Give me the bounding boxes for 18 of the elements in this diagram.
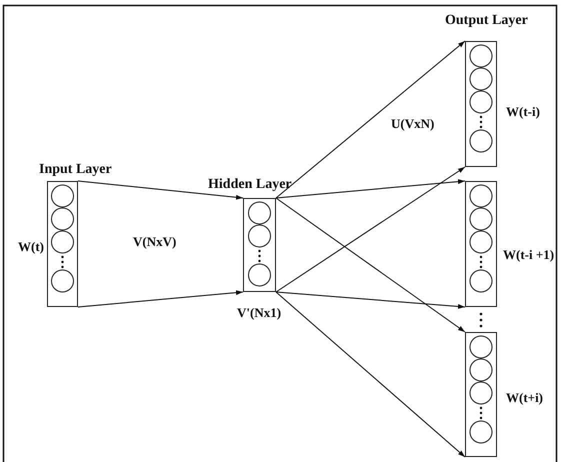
weight-label: V'(Nx1) xyxy=(237,305,282,321)
vector-label: W(t-i +1) xyxy=(503,247,554,263)
layer-heading: Input Layer xyxy=(39,162,112,178)
arrow xyxy=(276,166,466,292)
arrow xyxy=(276,179,466,198)
vector-label: W(t+i) xyxy=(506,390,544,406)
arrow xyxy=(78,180,244,200)
vector-label: W(t) xyxy=(18,239,44,255)
weight-label: U(VxN) xyxy=(391,116,434,132)
vector-label: W(t-i) xyxy=(506,104,540,120)
layer-heading: Output Layer xyxy=(445,13,528,29)
layer-heading: Hidden Layer xyxy=(208,177,292,193)
arrow xyxy=(276,198,466,332)
arrow xyxy=(276,292,466,458)
arrow xyxy=(276,292,466,309)
arrow xyxy=(78,290,244,308)
arrow xyxy=(276,40,466,198)
weight-label: V(NxV) xyxy=(133,234,176,250)
